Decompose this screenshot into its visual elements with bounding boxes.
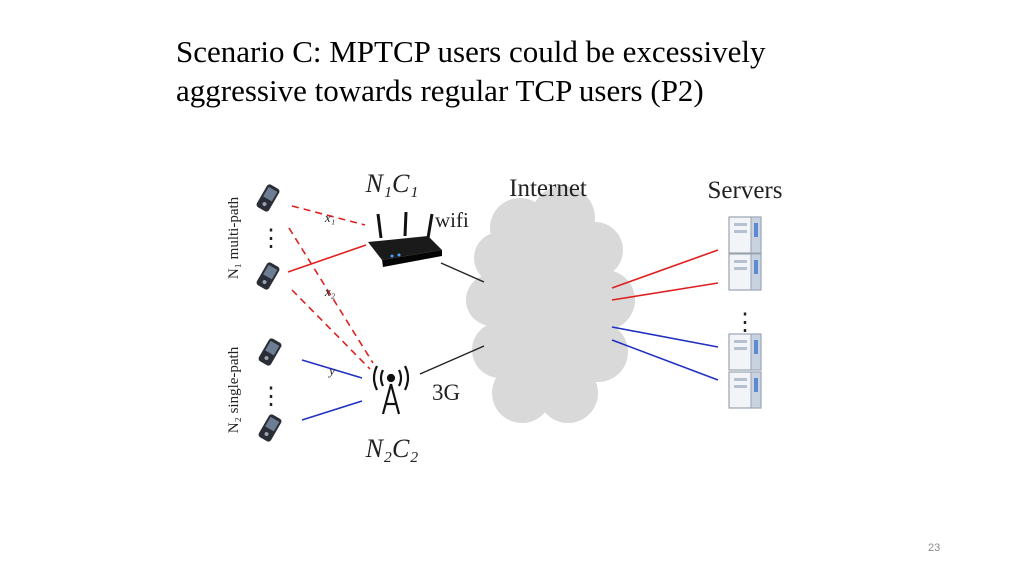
title-line-1: Scenario C: MPTCP users could be excessi… [176,34,766,69]
y-label: y [327,363,335,378]
internet-cloud [466,186,635,423]
phone-icon [257,337,283,367]
n1c1-label: N₁C₁ [365,169,419,198]
servers-label: Servers [708,177,783,204]
phone-icon [257,413,283,443]
phone-icon [255,183,281,213]
mptcp-subflow-x1 [291,205,366,226]
tcp-link-y [301,359,363,379]
3g-internet-link [419,345,485,375]
group2-label: N₂ single-path [226,346,242,433]
server-icon [728,371,762,409]
ellipsis-group1: ⋮ [259,226,283,252]
server-icon [728,333,762,371]
title-line-2: aggressive towards regular TCP users (P2… [176,73,704,108]
x2-label: x₂ [324,284,336,299]
server-icon [728,253,762,291]
group1-label: N₁ multi-path [226,196,242,279]
ellipsis-group2: ⋮ [259,384,283,410]
wifi-internet-link [440,262,485,283]
n2c2-label: N₂C₂ [365,434,419,463]
mptcp-subflow-x2 [288,227,374,370]
internet-label: Internet [509,175,587,202]
mptcp-solid-link [287,244,367,273]
slide-number: 23 [928,542,941,554]
phone-icon [255,261,281,291]
cell-tower-icon [372,365,410,415]
server-icon [728,216,762,254]
ellipsis-servers: ⋮ [733,310,757,336]
slide-title: Scenario C: MPTCP users could be excessi… [176,32,896,110]
wifi-router-icon [368,211,442,267]
3g-label: 3G [432,380,460,405]
server-links [611,249,719,381]
wifi-label: wifi [435,208,469,232]
x1-label: x₁ [324,210,335,225]
tcp-link-2 [301,400,363,421]
